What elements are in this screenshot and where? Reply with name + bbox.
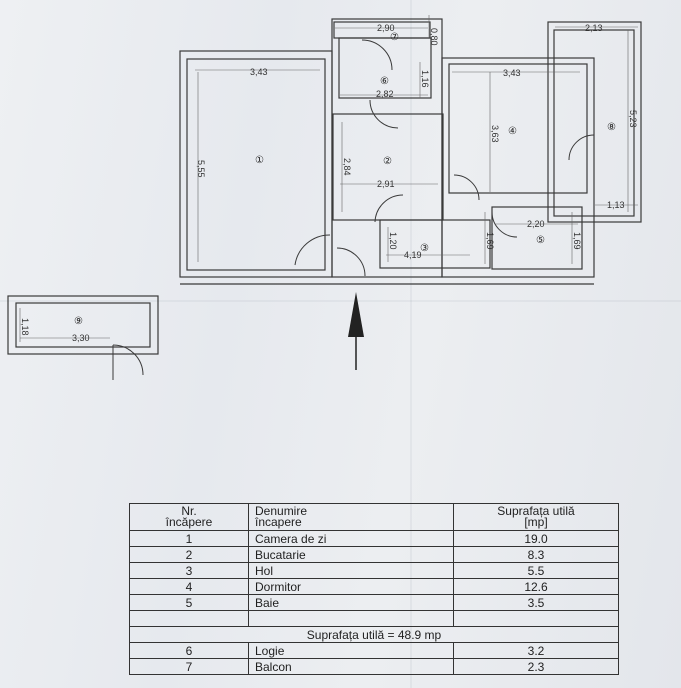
dim-living-height: 5,55 xyxy=(196,160,206,178)
dim-bath-width: 2,20 xyxy=(527,219,545,229)
balcony-outer xyxy=(547,21,642,223)
exterior-wall xyxy=(179,18,595,278)
cell-name: Hol xyxy=(248,562,454,579)
room-id-3: ③ xyxy=(420,243,429,254)
table-row: 4 Dormitor 12.6 xyxy=(129,578,619,595)
paper-fold xyxy=(410,0,412,688)
loggia-door xyxy=(361,39,393,71)
cell-name: Balcon xyxy=(248,658,454,675)
cell-name: Dormitor xyxy=(248,578,454,595)
balcony-inner xyxy=(553,29,635,217)
header-nr: Nr. încăpere xyxy=(129,503,249,531)
cell-name: Camera de zi xyxy=(248,530,454,547)
cell-nr: 2 xyxy=(129,546,249,563)
room-id-9: ⑨ xyxy=(74,316,83,327)
room-id-1: ① xyxy=(255,155,264,166)
entrance-door xyxy=(294,234,331,266)
dim-loggia-inner-height: 1,16 xyxy=(420,70,430,88)
cell-empty xyxy=(453,610,619,627)
cell-area: 12.6 xyxy=(453,578,619,595)
storage-door xyxy=(112,344,144,376)
dim-bedroom-height: 3,63 xyxy=(490,125,500,143)
cell-area: 19.0 xyxy=(453,530,619,547)
north-arrow xyxy=(348,292,364,370)
room-id-2: ② xyxy=(383,156,392,167)
dim-living-width: 3,43 xyxy=(250,67,268,77)
cell-empty xyxy=(129,610,249,627)
header-area: Suprafața utilă [mp] xyxy=(453,503,619,531)
table-row: 2 Bucatarie 8.3 xyxy=(129,546,619,563)
storage-inner xyxy=(15,302,151,348)
room-id-4: ④ xyxy=(508,126,517,137)
dim-kitchen-width: 2,91 xyxy=(377,179,395,189)
dim-loggia-depth: 0,80 xyxy=(429,28,439,46)
dim-loggia-inner-width: 2,82 xyxy=(376,89,394,99)
bath-room xyxy=(491,206,583,270)
area-table: Nr. încăpere Denumire încapere Suprafața… xyxy=(129,503,619,675)
dim-loggia-width: 2,90 xyxy=(377,23,395,33)
center-block-outer xyxy=(331,18,443,278)
dim-bedroom-width: 3,43 xyxy=(503,68,521,78)
room-id-8: ⑧ xyxy=(607,122,616,133)
table-header-row: Nr. încăpere Denumire încapere Suprafața… xyxy=(129,503,619,531)
dim-hall-width: 4,19 xyxy=(404,250,422,260)
table-total-row: Suprafața utilă = 48.9 mp xyxy=(129,626,619,643)
loggia-room xyxy=(338,37,432,99)
room-id-5: ⑤ xyxy=(536,235,545,246)
bath-door xyxy=(491,211,518,238)
room-id-7: ⑦ xyxy=(390,32,399,43)
dim-kitchen-height: 2,84 xyxy=(342,158,352,176)
cell-area: 3.5 xyxy=(453,594,619,611)
cell-area: 5.5 xyxy=(453,562,619,579)
cell-name: Bucatarie xyxy=(248,546,454,563)
total-area: Suprafața utilă = 48.9 mp xyxy=(129,626,619,643)
bedroom-block-outer xyxy=(441,57,595,278)
table-row: 3 Hol 5.5 xyxy=(129,562,619,579)
cell-area: 3.2 xyxy=(453,642,619,659)
dim-balcony-length: 5,23 xyxy=(628,110,638,128)
table-row: 5 Baie 3.5 xyxy=(129,594,619,611)
dim-balcony-depth: 1,13 xyxy=(607,200,625,210)
dim-storage-height: 1,18 xyxy=(20,318,30,336)
cell-nr: 6 xyxy=(129,642,249,659)
room-id-6: ⑥ xyxy=(380,76,389,87)
cell-empty xyxy=(248,610,454,627)
dim-balcony-width: 2,13 xyxy=(585,23,603,33)
cell-name: Logie xyxy=(248,642,454,659)
loggia-door-2 xyxy=(369,99,399,129)
table-row: 7 Balcon 2.3 xyxy=(129,658,619,675)
dim-bath-height: 1,69 xyxy=(572,232,582,250)
cell-nr: 4 xyxy=(129,578,249,595)
dim-hall-height: 1,69 xyxy=(485,232,495,250)
table-row-empty xyxy=(129,610,619,627)
cell-nr: 1 xyxy=(129,530,249,547)
dim-storage-width: 3,30 xyxy=(72,333,90,343)
cell-nr: 5 xyxy=(129,594,249,611)
hall-room xyxy=(379,219,491,269)
header-name: Denumire încapere xyxy=(248,503,454,531)
living-room-wall-inner xyxy=(186,58,326,271)
bedroom-wall-inner xyxy=(448,63,588,194)
kitchen-door xyxy=(374,194,404,223)
cell-name: Baie xyxy=(248,594,454,611)
cell-nr: 7 xyxy=(129,658,249,675)
storage-outer xyxy=(7,295,159,355)
cell-nr: 3 xyxy=(129,562,249,579)
balcony-door xyxy=(568,134,595,161)
paper-fold xyxy=(0,300,681,302)
cell-area: 2.3 xyxy=(453,658,619,675)
table-row: 1 Camera de zi 19.0 xyxy=(129,530,619,547)
hall-door xyxy=(453,174,480,201)
cell-area: 8.3 xyxy=(453,546,619,563)
table-row: 6 Logie 3.2 xyxy=(129,642,619,659)
dim-entrance-height: 1,20 xyxy=(388,232,398,250)
entrance-door-2 xyxy=(336,247,366,277)
